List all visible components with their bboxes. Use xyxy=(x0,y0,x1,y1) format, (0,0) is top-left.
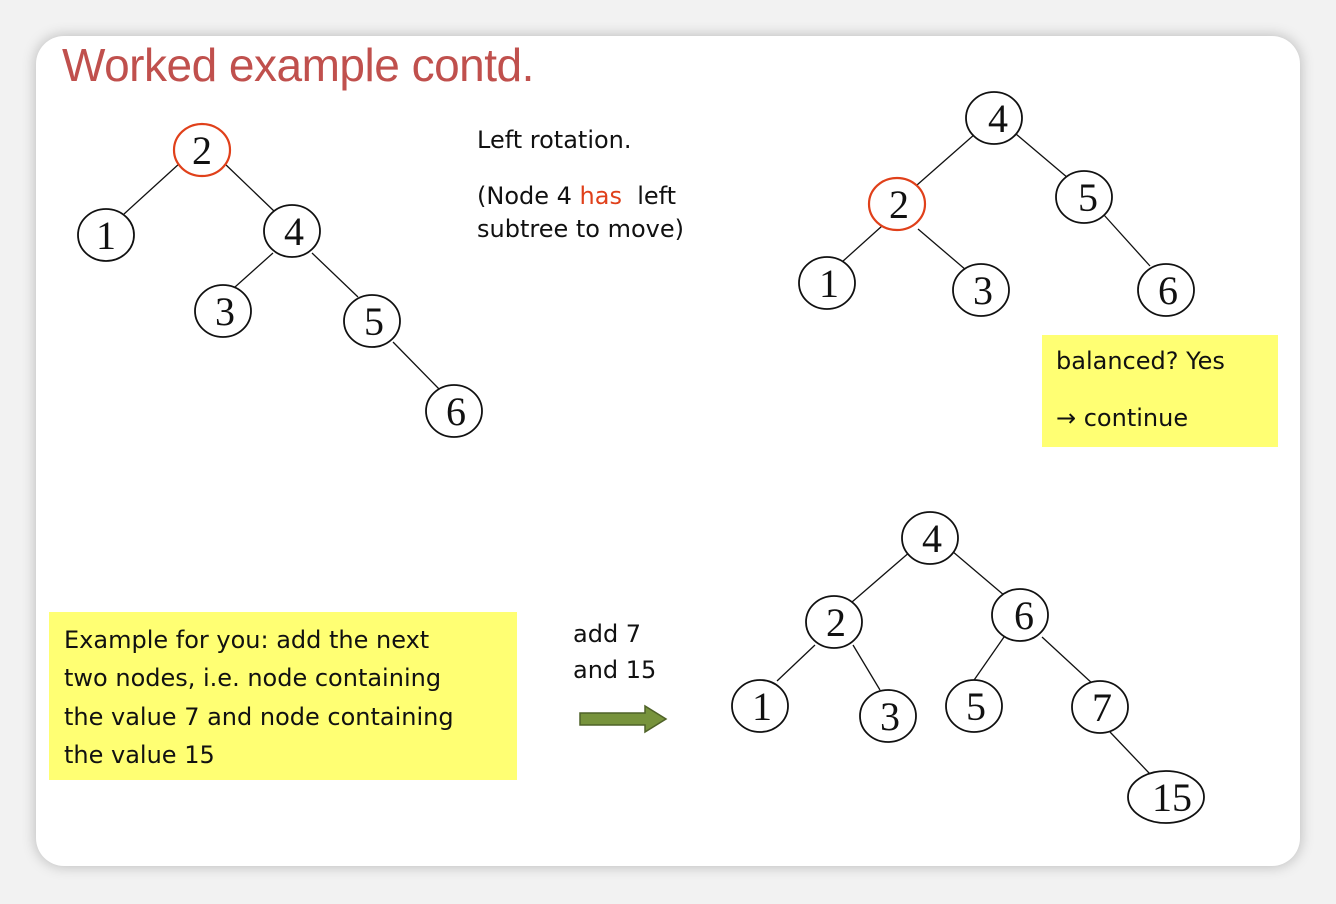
exercise-line: the value 7 and node containing xyxy=(64,702,454,731)
tree-node: 4 xyxy=(965,91,1023,145)
tree-edge xyxy=(234,252,274,288)
slide-title: Worked example contd. xyxy=(62,39,534,91)
tree-final xyxy=(776,550,1151,775)
tree-node: 15 xyxy=(1127,770,1205,824)
tree-node: 5 xyxy=(945,679,1003,733)
rotation-label: Left rotation. xyxy=(477,126,632,154)
explanation-part: left xyxy=(621,182,677,211)
explanation-part: (Node 4 xyxy=(477,182,580,211)
node-label: 1 xyxy=(752,684,772,729)
node-label: 4 xyxy=(988,96,1008,141)
explanation-highlight: has xyxy=(579,182,622,211)
tree-final-nodes: 4 2 6 1 3 5 7 15 xyxy=(731,511,1205,824)
tree-before-rotation xyxy=(123,162,441,391)
node-label: 1 xyxy=(819,261,839,306)
tree-edge xyxy=(311,252,359,298)
tree-node: 6 xyxy=(991,588,1049,642)
tree-after-rotation-nodes: 4 2 5 1 3 6 xyxy=(798,91,1195,317)
tree-node: 2 xyxy=(805,595,863,649)
tree-edge xyxy=(776,644,816,682)
rotation-explanation-line: (Node 4 has left xyxy=(477,180,684,212)
tree-edge xyxy=(917,228,967,271)
tree-edge xyxy=(916,133,976,186)
node-label: 2 xyxy=(889,182,909,227)
continue-text: continue xyxy=(1076,404,1189,432)
balanced-note: balanced? Yes → continue xyxy=(1042,335,1278,447)
exercise-line: the value 15 xyxy=(64,741,215,770)
tree-node: 3 xyxy=(859,689,917,743)
node-label: 1 xyxy=(96,213,116,258)
tree-edge xyxy=(1015,133,1069,179)
tree-node: 4 xyxy=(263,204,321,258)
right-arrow-icon: → xyxy=(1056,404,1077,432)
tree-node: 6 xyxy=(1137,263,1195,317)
node-label: 7 xyxy=(1092,685,1112,730)
node-label: 3 xyxy=(215,289,235,334)
tree-edge xyxy=(123,162,181,215)
tree-after-rotation xyxy=(841,133,1151,271)
add-label-line: add 7 xyxy=(573,620,642,648)
exercise-line: Example for you: add the next xyxy=(64,626,430,654)
balanced-question: balanced? Yes xyxy=(1056,347,1225,375)
tree-node: 1 xyxy=(798,256,856,310)
node-label: 2 xyxy=(192,128,212,173)
node-label: 2 xyxy=(826,600,846,645)
tree-node: 7 xyxy=(1071,680,1129,734)
tree-edge xyxy=(223,162,276,213)
tree-node: 6 xyxy=(425,384,483,438)
tree-edge xyxy=(971,636,1005,684)
add-label: add 7 and 15 xyxy=(573,616,656,688)
tree-edge xyxy=(1103,214,1151,267)
tree-edge xyxy=(392,341,441,391)
tree-before-rotation-nodes: 2 1 4 3 5 6 xyxy=(77,122,483,438)
tree-node: 5 xyxy=(1055,170,1113,224)
tree-edge xyxy=(841,225,883,263)
tree-node: 4 xyxy=(901,511,959,565)
tree-node: 5 xyxy=(343,294,401,348)
tree-node: 3 xyxy=(194,284,252,338)
tree-edge xyxy=(851,550,912,603)
add-label-line: and 15 xyxy=(573,656,657,684)
node-label: 3 xyxy=(973,268,993,313)
node-label: 3 xyxy=(880,694,900,739)
tree-edge xyxy=(1109,731,1151,775)
rotation-step-text: Left rotation. (Node 4 has left subtree … xyxy=(477,124,684,245)
node-label: 5 xyxy=(966,684,986,729)
tree-edge xyxy=(1041,636,1095,686)
exercise-text: Example for you: add the next two nodes,… xyxy=(64,621,454,775)
rotation-explanation-line2: subtree to move) xyxy=(477,214,684,243)
node-label: 15 xyxy=(1152,775,1192,820)
tree-node: 1 xyxy=(731,679,789,733)
node-label: 6 xyxy=(446,389,466,434)
tree-edge xyxy=(852,644,881,691)
node-label: 4 xyxy=(922,516,942,561)
tree-edge xyxy=(951,550,1006,597)
node-label: 5 xyxy=(1078,175,1098,220)
continue-line: → continue xyxy=(1056,404,1188,432)
exercise-line: two nodes, i.e. node containing xyxy=(64,664,442,693)
exercise-note: Example for you: add the next two nodes,… xyxy=(49,612,517,780)
tree-node: 1 xyxy=(77,208,135,262)
node-label: 5 xyxy=(364,299,384,344)
tree-node: 3 xyxy=(952,263,1010,317)
node-label: 6 xyxy=(1014,593,1034,638)
tree-node: 2 xyxy=(172,122,232,178)
green-arrow-icon xyxy=(579,704,668,734)
tree-node: 2 xyxy=(867,176,927,232)
node-label: 6 xyxy=(1158,268,1178,313)
node-label: 4 xyxy=(284,209,304,254)
